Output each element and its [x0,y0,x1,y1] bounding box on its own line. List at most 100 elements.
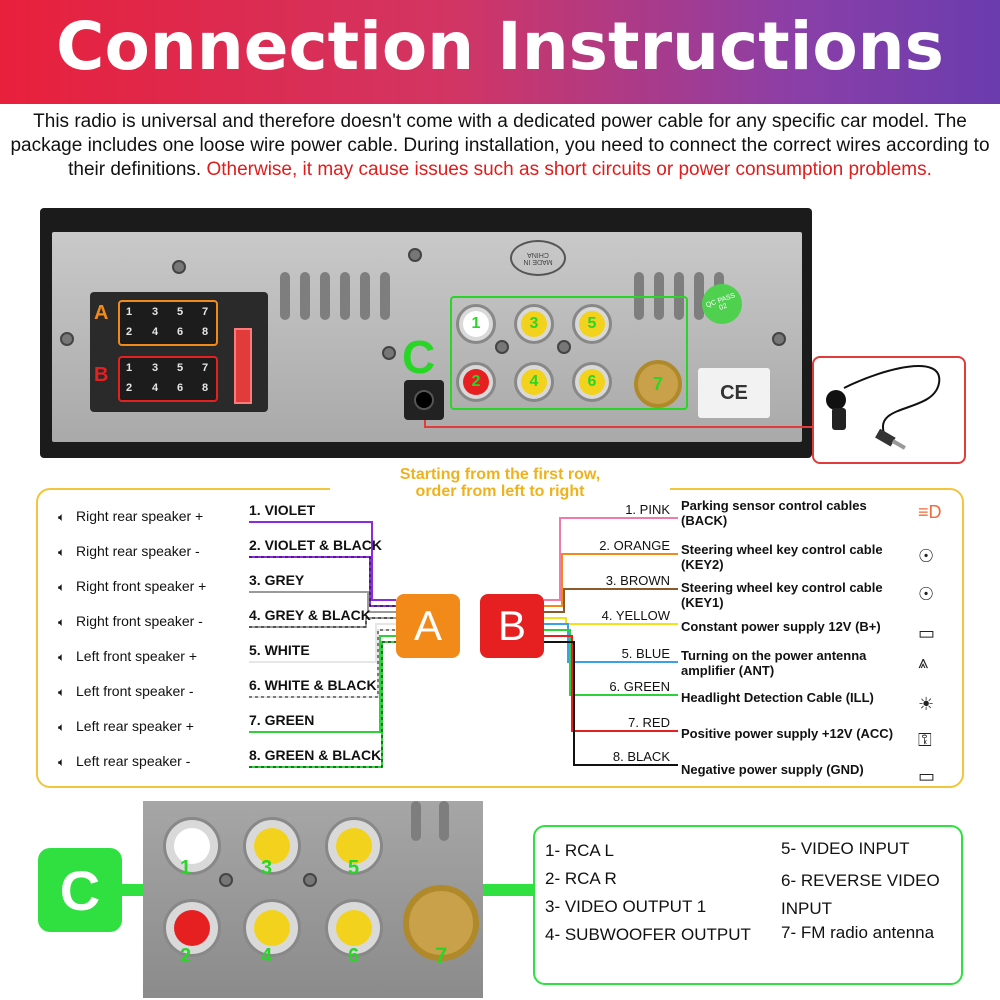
a-wire-line-stripe [249,629,396,698]
speaker-text: Right front speaker - [76,613,203,629]
microphone-icon [826,365,941,450]
b-wire-label: 4. YELLOW [601,608,670,623]
rca-jack-4: 4 [514,362,554,402]
speaker-label: 🔈︎ Right front speaker - [58,613,203,630]
fm-antenna-jack: 7 [634,360,682,408]
b-wire-label: 5. BLUE [621,646,670,661]
c-connector-bar [122,884,144,896]
c-item-1: 1- RCA L [545,841,614,860]
wiring-heading-line2: order from left to right [415,483,585,500]
b-wire-label: 8. BLACK [612,749,670,764]
b-wire-label: 6. GREEN [609,679,670,694]
speaker-icon: 🔈︎ [58,510,66,524]
a-wire-label: 3. GREY [249,572,305,588]
b-wire-label: 2. ORANGE [599,538,670,553]
b-wire-line [544,629,678,696]
iso-connector-a: 1 3 5 7 2 4 6 8 [118,300,218,346]
rca-jack-2: 2 [456,362,496,402]
key-icon: ⚿ [918,730,932,750]
speaker-label: 🔈︎ Right front speaker + [58,578,206,595]
a-wire-line [249,635,396,733]
antenna-icon: ⩓ [918,652,929,672]
page-title: Connection Instructions [56,8,944,85]
radio-back-panel: MADE IN CHINA QC PASS 02 A B 1 3 5 7 2 4… [52,232,812,442]
b-wire-line [544,517,678,601]
rca-number: 7 [435,943,448,968]
speaker-icon: 🔈︎ [58,755,66,769]
a-wire-line-stripe [249,641,396,768]
badge-b: B [480,594,544,658]
connector-b-label: B [94,364,109,386]
rca-number: 2 [180,945,192,967]
parking-light-icon: ≡D [918,502,942,522]
b-wire-description: Turning on the power antenna amplifier (… [681,648,867,678]
speaker-label: 🔈︎ Left rear speaker + [58,718,194,735]
header-banner [0,0,1000,104]
battery-icon: ▭ [918,623,936,643]
speaker-label: 🔈︎ Left front speaker + [58,648,197,665]
rca-number: 3 [261,857,273,879]
b-wire-description: Negative power supply (GND) [681,762,864,777]
rca-number: 4 [261,945,273,967]
speaker-label: 🔈︎Left front speaker - [58,683,194,700]
intro-body: This radio is universal and therefore do… [10,111,990,180]
rca-jack-5: 5 [572,304,612,344]
rca-jack-3 [243,817,301,875]
b-wire-line [544,588,678,613]
b-wire-label: 3. BROWN [605,573,670,588]
rca-jack-6 [325,899,383,957]
vent-slot [320,272,330,320]
rca-jack-6: 6 [572,362,612,402]
rca-jack-3: 3 [514,304,554,344]
rca-jack-5 [325,817,383,875]
iso-connector-b: 1 3 5 7 2 4 6 8 [118,356,218,402]
vent-slot [300,272,310,320]
speaker-text: Left rear speaker - [76,753,191,769]
battery-icon: ▭ [918,766,936,786]
speaker-text: Left rear speaker + [76,718,194,734]
rca-jack-1 [163,817,221,875]
rca-number: 1 [180,857,192,879]
c-connector-bar [483,884,535,896]
a-wire-label: 5. WHITE [249,642,310,658]
a-wire-label: 6. WHITE & BLACK [249,677,377,693]
speaker-text: Right front speaker + [76,578,207,594]
speaker-text: Left front speaker - [76,683,194,699]
c-item-6: 6- REVERSE VIDEO INPUT [781,871,940,918]
screw [408,248,422,262]
screw [219,873,233,887]
a-wire-line [249,521,396,601]
speaker-icon: 🔈︎ [58,650,66,664]
b-wire-label: 1. PINK [625,502,670,517]
connector-c-label: C [402,331,436,383]
speaker-label: 🔈︎ Left rear speaker - [58,753,190,770]
b-wire-line [544,635,678,732]
a-wire-label: 8. GREEN & BLACK [249,747,382,763]
speaker-icon: 🔈︎ [58,545,66,559]
a-wire-line-stripe [249,617,396,628]
b-wire-description: Positive power supply +12V (ACC) [681,726,894,741]
screw [60,332,74,346]
speaker-icon: 🔈︎ [58,580,66,594]
c-port-list: 1- RCA L 2- RCA R 3- VIDEO OUTPUT 1 4- S… [533,825,963,985]
speaker-text: Right rear speaker - [76,543,200,559]
speaker-icon: 🔈︎ [58,615,66,629]
a-wire-label: 7. GREEN [249,712,315,728]
b-wire-description: Constant power supply 12V (B+) [681,619,881,634]
badge-a: A [396,594,460,658]
a-wire-label: 1. VIOLET [249,502,316,518]
vent-slot [694,272,704,320]
mic-leader-line [424,420,426,428]
rca-closeup-photo: 1 3 5 2 4 6 7 [143,801,483,998]
speaker-label: 🔈︎Right rear speaker + [58,508,203,525]
vent-slot [280,272,290,320]
intro-warning: Otherwise, it may cause issues such as s… [206,159,932,180]
speaker-icon: 🔈︎ [58,720,66,734]
vent-slot [380,272,390,320]
c-item-2: 2- RCA R [545,869,617,888]
speaker-text: Left front speaker + [76,648,198,664]
c-badge: C [38,848,122,932]
c-item-7: 7- FM radio antenna [781,923,935,942]
screw [303,873,317,887]
